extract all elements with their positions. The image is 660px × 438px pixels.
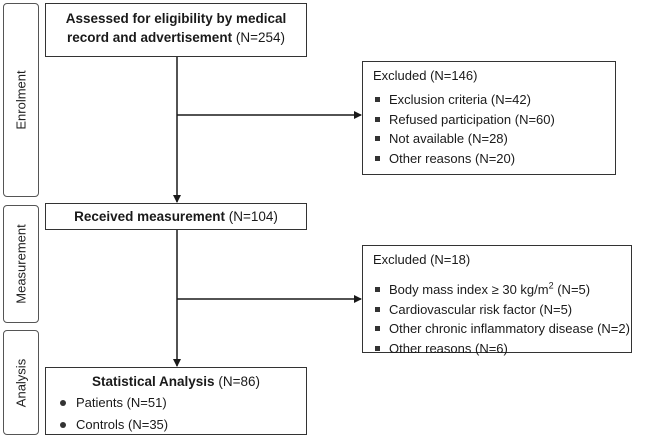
analysis-text: Statistical Analysis (N=86) [54,372,298,391]
bmi-prefix: Body mass index ≥ 30 kg/m [389,282,549,297]
excluded-1-list: Exclusion criteria (N=42) Refused partic… [373,90,605,168]
analysis-count: (N=86) [218,374,260,389]
list-item: Cardiovascular risk factor (N=5) [373,300,621,320]
list-item: Controls (N=35) [54,414,298,436]
received-title: Received measurement [74,209,225,224]
analysis-title: Statistical Analysis [92,374,215,389]
list-item: Other reasons (N=6) [373,339,621,359]
received-box: Received measurement (N=104) [45,203,307,230]
assessed-box: Assessed for eligibility by medical reco… [45,3,307,57]
received-text: Received measurement (N=104) [54,207,298,226]
list-item: Exclusion criteria (N=42) [373,90,605,110]
received-count: (N=104) [228,209,278,224]
excluded-2-title: Excluded (N=18) [373,252,471,267]
phase-enrolment: Enrolment [3,3,39,197]
phase-analysis: Analysis [3,330,39,435]
list-item: Not available (N=28) [373,129,605,149]
phase-measurement: Measurement [3,205,39,323]
excluded-box-1: Excluded (N=146) Exclusion criteria (N=4… [362,61,616,175]
assessed-text: Assessed for eligibility by medical reco… [54,9,298,47]
analysis-box: Statistical Analysis (N=86) Patients (N=… [45,367,307,435]
list-item-bmi: Body mass index ≥ 30 kg/m2 (N=5) [373,280,621,300]
assessed-title: Assessed for eligibility by medical reco… [65,11,287,45]
list-item: Patients (N=51) [54,392,298,414]
bmi-suffix: (N=5) [553,282,591,297]
list-item: Refused participation (N=60) [373,110,605,130]
excluded-1-title: Excluded (N=146) [373,68,478,83]
list-item: Other chronic inflammatory disease (N=2) [373,319,630,339]
bmi-sup: 2 [548,280,554,291]
list-item: Other reasons (N=20) [373,149,605,169]
excluded-2-list: Body mass index ≥ 30 kg/m2 (N=5) Cardiov… [373,280,630,359]
assessed-count: (N=254) [235,30,285,45]
analysis-list: Patients (N=51) Controls (N=35) [54,392,298,436]
excluded-box-2: Excluded (N=18) Body mass index ≥ 30 kg/… [362,245,632,356]
